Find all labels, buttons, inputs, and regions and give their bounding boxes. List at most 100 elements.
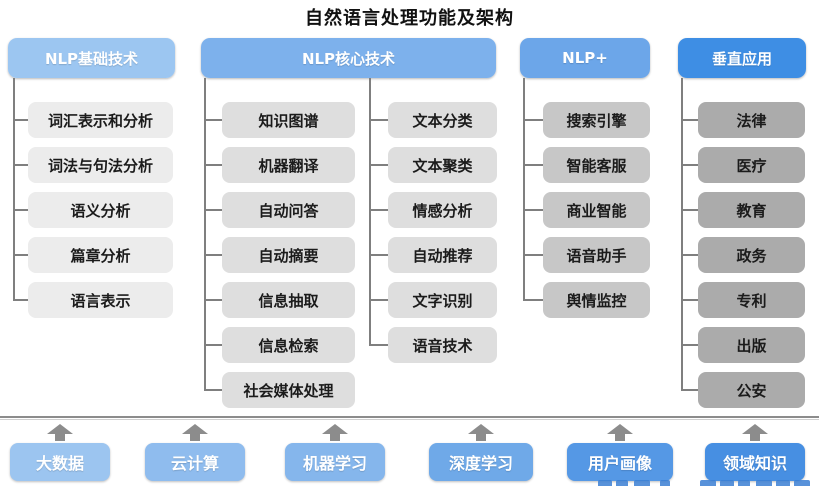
tree-connector-tick <box>369 209 388 211</box>
tree-connector-tick <box>523 254 543 256</box>
cutoff-watermark-glyph <box>598 480 612 486</box>
tree-connector-tick <box>204 299 222 301</box>
tree-connector-tick <box>204 389 222 391</box>
up-arrow-icon <box>607 424 633 434</box>
foundation-box: 大数据 <box>10 443 110 481</box>
tree-item-nlp-core-right: 文字识别 <box>388 282 497 318</box>
tree-connector-tick <box>681 209 698 211</box>
tree-connector-tick <box>681 164 698 166</box>
tree-connector-tick <box>681 299 698 301</box>
tree-connector-tick <box>13 299 28 301</box>
separator-line-shadow <box>0 419 819 420</box>
tree-item-nlp-basics: 语言表示 <box>28 282 173 318</box>
up-arrow-icon <box>47 424 73 434</box>
column-header-nlp-basics: NLP基础技术 <box>8 38 175 78</box>
tree-connector-line <box>523 78 525 300</box>
up-arrow-stem <box>330 433 340 441</box>
tree-connector-line <box>204 78 206 390</box>
tree-connector-tick <box>204 119 222 121</box>
cutoff-watermark-glyph <box>720 480 734 486</box>
cutoff-watermark-glyph <box>794 480 810 486</box>
foundation-box: 机器学习 <box>285 443 385 481</box>
tree-connector-tick <box>13 164 28 166</box>
column-header-vertical-apps: 垂直应用 <box>678 38 806 78</box>
column-header-nlp-core: NLP核心技术 <box>201 38 496 78</box>
tree-item-vertical-apps: 政务 <box>698 237 805 273</box>
cutoff-watermark-glyph <box>700 480 716 486</box>
tree-item-vertical-apps: 出版 <box>698 327 805 363</box>
tree-item-nlp-basics: 词法与句法分析 <box>28 147 173 183</box>
cutoff-watermark-glyph <box>738 480 750 486</box>
tree-connector-tick <box>13 209 28 211</box>
tree-item-nlp-core-left: 机器翻译 <box>222 147 355 183</box>
tree-item-nlp-core-left: 自动摘要 <box>222 237 355 273</box>
tree-item-nlp-core-left: 社会媒体处理 <box>222 372 355 408</box>
tree-connector-tick <box>523 209 543 211</box>
foundation-box: 云计算 <box>145 443 245 481</box>
tree-connector-tick <box>13 119 28 121</box>
up-arrow-icon <box>182 424 208 434</box>
tree-item-vertical-apps: 法律 <box>698 102 805 138</box>
up-arrow-stem <box>750 433 760 441</box>
up-arrow-icon <box>322 424 348 434</box>
tree-connector-tick <box>13 254 28 256</box>
tree-item-nlp-basics: 词汇表示和分析 <box>28 102 173 138</box>
tree-item-nlp-core-left: 自动问答 <box>222 192 355 228</box>
tree-item-nlp-plus: 舆情监控 <box>543 282 650 318</box>
tree-connector-tick <box>369 299 388 301</box>
separator-line <box>0 416 819 418</box>
up-arrow-icon <box>742 424 768 434</box>
tree-connector-tick <box>204 344 222 346</box>
tree-item-nlp-core-left: 信息抽取 <box>222 282 355 318</box>
tree-connector-tick <box>681 389 698 391</box>
tree-item-nlp-core-right: 情感分析 <box>388 192 497 228</box>
tree-item-vertical-apps: 医疗 <box>698 147 805 183</box>
tree-connector-tick <box>681 344 698 346</box>
tree-item-vertical-apps: 教育 <box>698 192 805 228</box>
tree-item-nlp-core-right: 文本聚类 <box>388 147 497 183</box>
up-arrow-stem <box>55 433 65 441</box>
up-arrow-icon <box>468 424 494 434</box>
tree-item-nlp-plus: 语音助手 <box>543 237 650 273</box>
up-arrow-stem <box>190 433 200 441</box>
tree-item-nlp-basics: 语义分析 <box>28 192 173 228</box>
tree-connector-line <box>369 78 371 345</box>
tree-connector-tick <box>204 209 222 211</box>
tree-item-nlp-plus: 智能客服 <box>543 147 650 183</box>
tree-item-nlp-core-right: 语音技术 <box>388 327 497 363</box>
tree-connector-line <box>13 78 15 300</box>
tree-connector-tick <box>681 254 698 256</box>
tree-connector-tick <box>369 164 388 166</box>
tree-connector-tick <box>204 164 222 166</box>
tree-connector-tick <box>523 299 543 301</box>
cutoff-watermark-glyph <box>660 480 670 486</box>
up-arrow-stem <box>615 433 625 441</box>
tree-item-nlp-core-right: 自动推荐 <box>388 237 497 273</box>
tree-connector-tick <box>681 119 698 121</box>
tree-item-nlp-core-right: 文本分类 <box>388 102 497 138</box>
cutoff-watermark-glyph <box>616 480 628 486</box>
foundation-box: 深度学习 <box>429 443 533 481</box>
diagram-title: 自然语言处理功能及架构 <box>305 8 514 29</box>
cutoff-watermark-glyph <box>776 480 790 486</box>
tree-item-nlp-plus: 商业智能 <box>543 192 650 228</box>
cutoff-watermark-glyph <box>756 480 772 486</box>
tree-connector-tick <box>369 119 388 121</box>
tree-item-vertical-apps: 专利 <box>698 282 805 318</box>
foundation-box: 用户画像 <box>567 443 673 481</box>
tree-connector-tick <box>369 344 388 346</box>
tree-connector-tick <box>523 164 543 166</box>
tree-connector-tick <box>204 254 222 256</box>
tree-item-vertical-apps: 公安 <box>698 372 805 408</box>
tree-connector-tick <box>523 119 543 121</box>
column-header-nlp-plus: NLP+ <box>520 38 650 78</box>
tree-item-nlp-core-left: 知识图谱 <box>222 102 355 138</box>
tree-item-nlp-plus: 搜索引擎 <box>543 102 650 138</box>
tree-item-nlp-core-left: 信息检索 <box>222 327 355 363</box>
tree-connector-line <box>681 78 683 390</box>
cutoff-watermark-glyph <box>634 480 650 486</box>
foundation-box: 领域知识 <box>705 443 805 481</box>
tree-item-nlp-basics: 篇章分析 <box>28 237 173 273</box>
up-arrow-stem <box>476 433 486 441</box>
